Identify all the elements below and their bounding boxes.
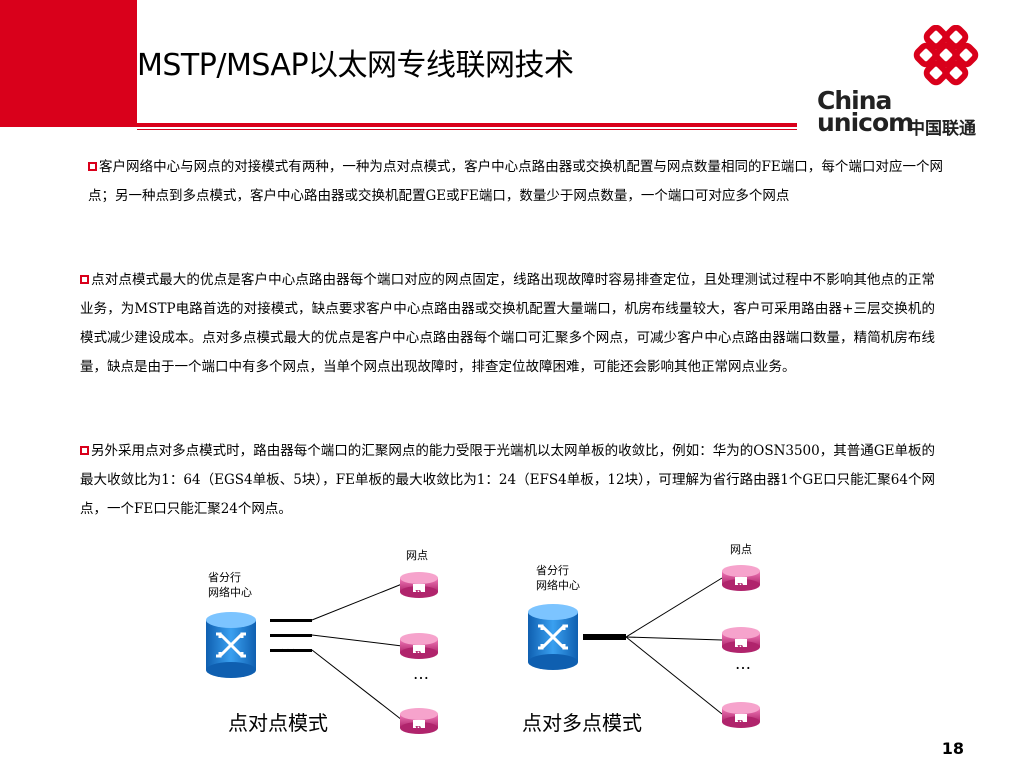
logo-chinese-name: 中国联通 bbox=[908, 119, 976, 139]
router-letter: R bbox=[415, 588, 422, 598]
router-letter: R bbox=[415, 724, 422, 734]
left-ellipsis-mid: … bbox=[280, 636, 296, 655]
paragraph-pros-cons-text: 点对点模式最大的优点是客户中心点路由器每个端口对应的网点固定，线路出现故障时容易… bbox=[80, 272, 935, 375]
paragraph-convergence: 另外采用点对多点模式时，路由器每个端口的汇聚网点的能力受限于光端机以太网单板的收… bbox=[80, 437, 935, 524]
core-switch-icon bbox=[528, 604, 578, 670]
logo-word-unicom: unicom bbox=[817, 108, 914, 137]
left-center-label-line1: 省分行 bbox=[208, 571, 241, 584]
branch-router-icon bbox=[400, 633, 438, 659]
header-rule bbox=[137, 123, 797, 127]
left-center-label-line2: 网络中心 bbox=[208, 586, 252, 599]
left-ellipsis-low: … bbox=[413, 664, 429, 683]
page-title: MSTP/MSAP以太网专线联网技术 bbox=[137, 48, 574, 83]
right-node-label: 网点 bbox=[730, 543, 752, 556]
header-red-bar bbox=[0, 0, 137, 127]
router-letter: R bbox=[415, 649, 422, 659]
right-mode-label: 点对多点模式 bbox=[522, 711, 642, 735]
china-unicom-knot-icon bbox=[913, 25, 979, 86]
branch-router-icon bbox=[400, 572, 438, 598]
paragraph-pros-cons: 点对点模式最大的优点是客户中心点路由器每个端口对应的网点固定，线路出现故障时容易… bbox=[80, 266, 935, 382]
router-letter: R bbox=[737, 643, 744, 653]
bullet-square-icon bbox=[80, 275, 89, 284]
paragraph-modes-text: 客户网络中心与网点的对接模式有两种，一种为点对点模式，客户中心点路由器或交换机配… bbox=[88, 159, 943, 204]
left-mode-label: 点对点模式 bbox=[228, 711, 328, 735]
topology-lines bbox=[206, 565, 760, 734]
router-letter: R bbox=[737, 718, 744, 728]
branch-router-icon bbox=[400, 708, 438, 734]
topology-diagram: R R R R R R 省分行 网络中心 网点 … … 点对点模式 省分行 网络… bbox=[180, 530, 800, 745]
bullet-square-icon bbox=[88, 162, 97, 171]
branch-router-icon bbox=[722, 702, 760, 728]
china-unicom-logo: China unicom 中国联通 bbox=[815, 25, 1005, 139]
paragraph-modes: 客户网络中心与网点的对接模式有两种，一种为点对点模式，客户中心点路由器或交换机配… bbox=[88, 153, 943, 211]
branch-router-icon bbox=[722, 565, 760, 591]
page-number: 18 bbox=[941, 739, 964, 758]
router-letter: R bbox=[737, 581, 744, 591]
right-center-label-line2: 网络中心 bbox=[536, 579, 580, 592]
bullet-square-icon bbox=[80, 446, 89, 455]
header-rule-thin bbox=[137, 129, 797, 130]
branch-router-icon bbox=[722, 627, 760, 653]
paragraph-convergence-text: 另外采用点对多点模式时，路由器每个端口的汇聚网点的能力受限于光端机以太网单板的收… bbox=[80, 443, 935, 517]
right-ellipsis: … bbox=[735, 654, 751, 673]
core-switch-icon bbox=[206, 612, 256, 678]
right-center-label-line1: 省分行 bbox=[536, 564, 569, 577]
left-node-label: 网点 bbox=[406, 549, 428, 562]
logo-word-china: China bbox=[817, 86, 892, 115]
